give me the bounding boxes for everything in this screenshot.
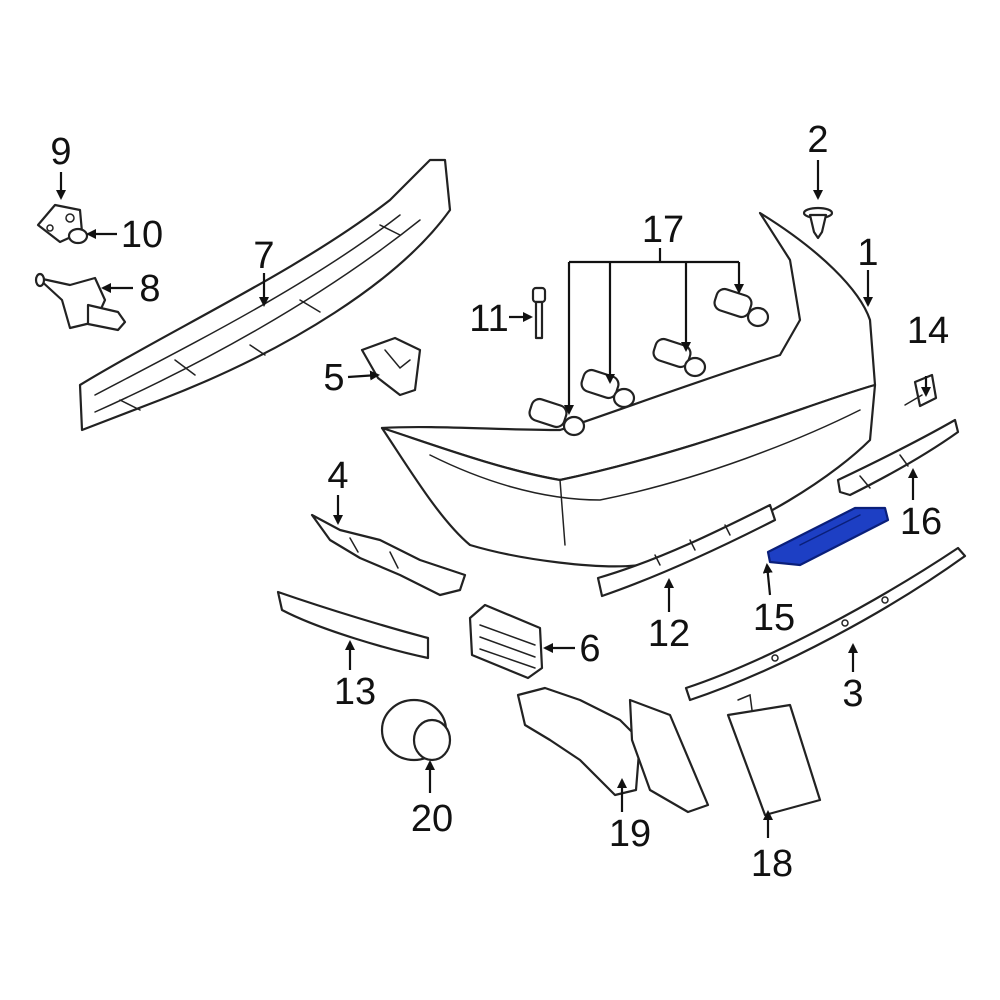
- part-5-bracket: [360, 336, 422, 397]
- callout-3: 3: [842, 673, 863, 715]
- callout-14: 14: [907, 310, 949, 352]
- part-14-clip: [904, 373, 938, 408]
- sensor-3: [652, 337, 707, 378]
- part-20-housing: [380, 698, 452, 762]
- part-16-bracket: [836, 418, 960, 497]
- callout-2: 2: [807, 119, 828, 161]
- callout-12: 12: [648, 613, 690, 655]
- callout-7: 7: [253, 235, 274, 277]
- callout-19: 19: [609, 813, 651, 855]
- part-6-grille: [468, 603, 544, 680]
- callout-20: 20: [411, 798, 453, 840]
- callout-17: 17: [642, 209, 684, 251]
- leader-lines: [56, 160, 931, 838]
- leader-15: [762, 563, 773, 596]
- callout-10: 10: [121, 214, 163, 256]
- callout-9: 9: [50, 131, 71, 173]
- part-4-side-bracket: [310, 513, 467, 597]
- callout-15: 15: [753, 597, 795, 639]
- part-3-trim: [684, 546, 967, 702]
- part-10-plug: [67, 227, 89, 245]
- part-18-module: [726, 693, 822, 817]
- callout-13: 13: [334, 671, 376, 713]
- callout-8: 8: [139, 268, 160, 310]
- part-13-reflector: [276, 590, 430, 660]
- part-15-highlighted: [766, 506, 890, 567]
- callout-11: 11: [469, 298, 508, 340]
- callout-4: 4: [327, 455, 348, 497]
- part-11-bolt: [531, 286, 547, 340]
- part-2-clip: [802, 206, 834, 240]
- part-17-sensors: [528, 287, 770, 437]
- callout-labels: 1 2 3 4 5 6 7 8 9 10 11 12 13 14 15 16 1…: [50, 119, 949, 885]
- callout-18: 18: [751, 843, 793, 885]
- sensor-4: [713, 287, 770, 328]
- leader-5: [347, 370, 380, 381]
- sensor-1: [528, 397, 586, 437]
- part-12-strip: [596, 503, 777, 598]
- callout-16: 16: [900, 501, 942, 543]
- callout-6: 6: [579, 628, 600, 670]
- callout-5: 5: [323, 357, 344, 399]
- sensor-2: [580, 368, 636, 409]
- part-8-mount: [34, 272, 127, 332]
- part-19-panel: [516, 686, 710, 814]
- callout-1: 1: [857, 232, 878, 274]
